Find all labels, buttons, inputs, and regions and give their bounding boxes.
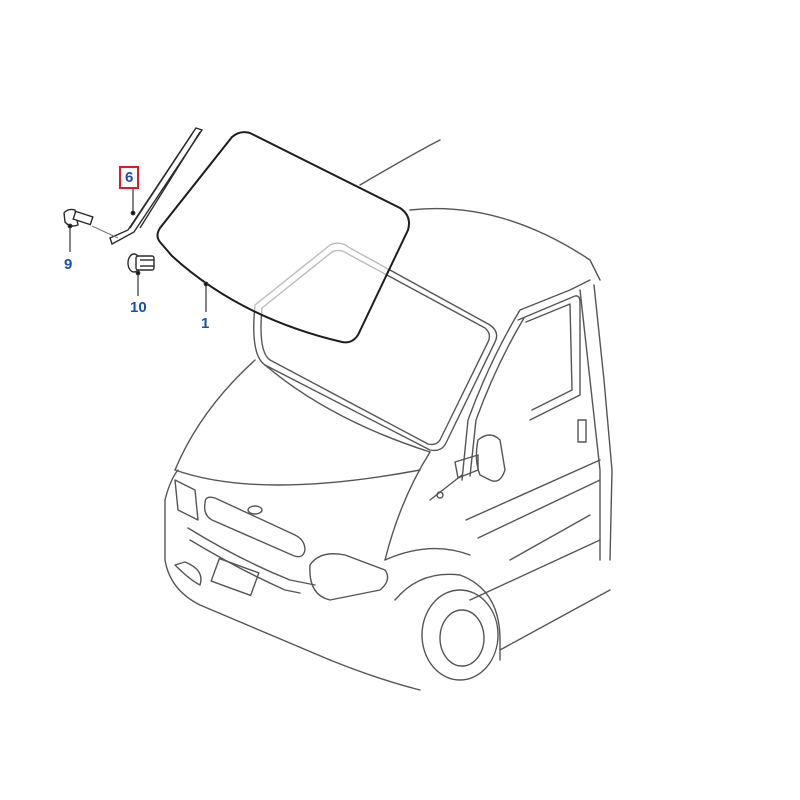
callout-6[interactable]: 6 — [119, 166, 140, 189]
callout-10[interactable]: 10 — [130, 299, 147, 316]
callout-1[interactable]: 1 — [201, 315, 210, 332]
bolt-icon — [63, 208, 119, 239]
callout-9[interactable]: 9 — [64, 256, 73, 273]
clip-icon — [127, 253, 155, 273]
